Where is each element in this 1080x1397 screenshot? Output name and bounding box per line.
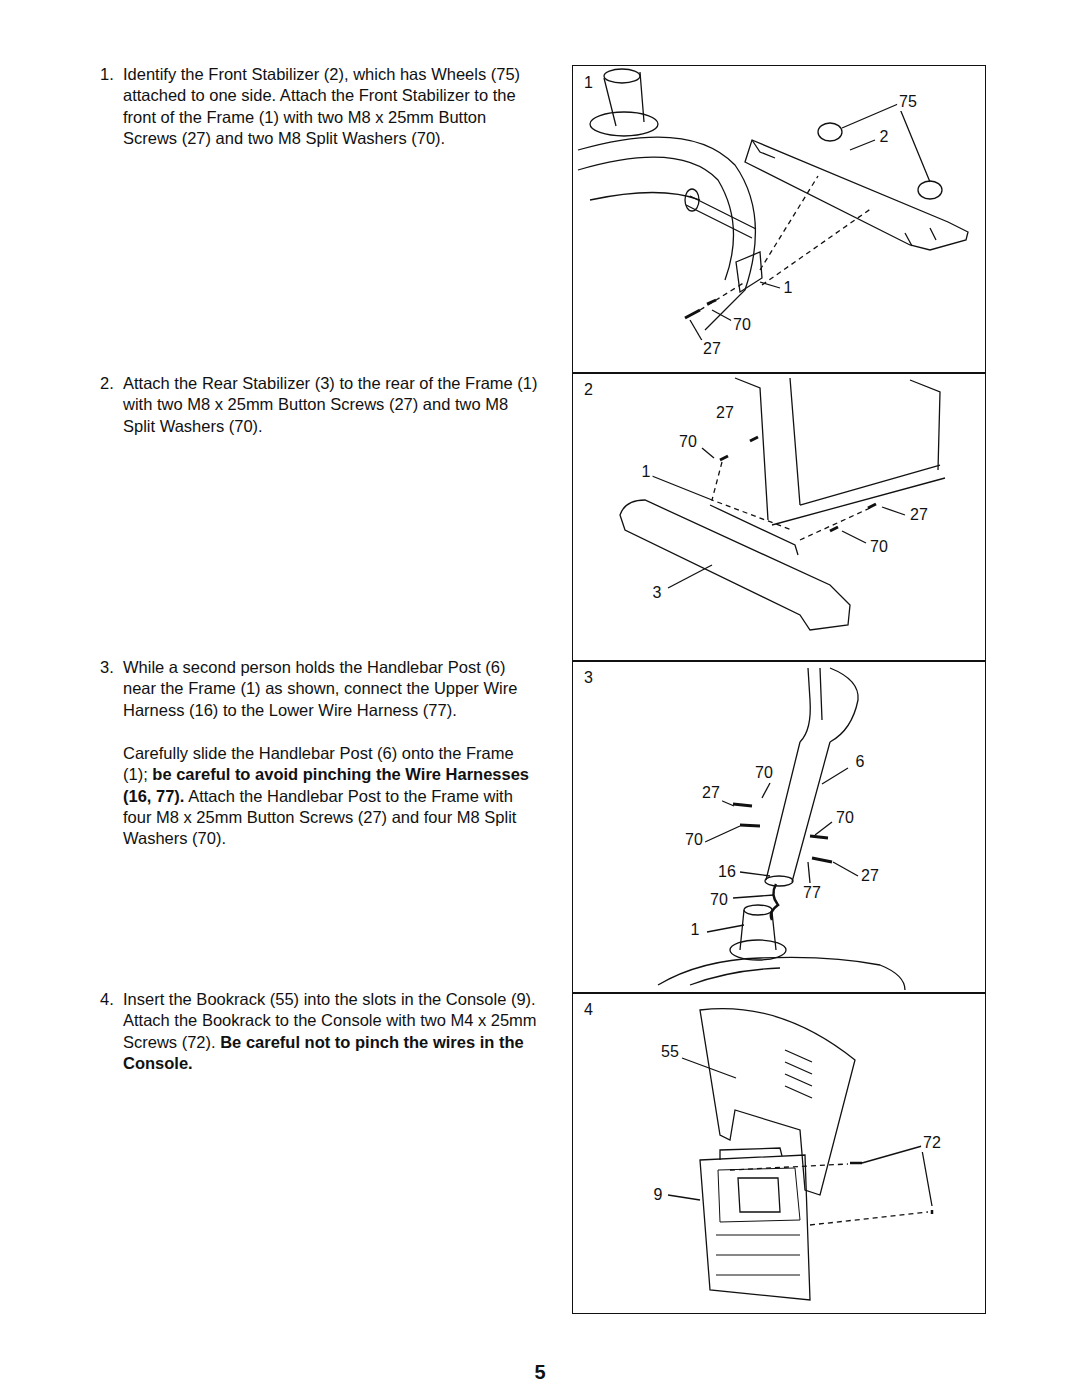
step-panel: 3 [572,660,986,994]
callout-number: 1 [689,921,702,939]
step-panel: 4 [572,992,986,1314]
callout-number: 2 [878,128,891,146]
instruction-text: Insert the Bookrack (55) into the slots … [123,989,543,1074]
instruction-text: Carefully slide the Handlebar Post (6) o… [123,743,543,849]
instruction-sentence: Attach the Rear Stabilizer (3) to the re… [123,374,538,435]
step-2-illustration [620,378,945,630]
callout-number: 70 [708,891,730,909]
step-index: 1. [100,64,114,85]
instruction-text: Identify the Front Stabilizer (2), which… [123,64,543,149]
callout-number: 27 [859,867,881,885]
callout-number: 70 [868,538,890,556]
instruction-text: Attach the Rear Stabilizer (3) to the re… [123,373,543,437]
step-4-illustration [668,1009,932,1300]
callout-number: 70 [834,809,856,827]
callout-number: 75 [897,93,919,111]
callout-number: 55 [659,1043,681,1061]
callout-number: 27 [700,784,722,802]
instruction-sentence: While a second person holds the Handleba… [123,658,517,719]
callout-number: 3 [651,584,664,602]
instruction-text: While a second person holds the Handleba… [123,657,543,721]
callout-number: 70 [753,764,775,782]
callout-number: 70 [683,831,705,849]
step-panel: 1 [572,65,986,374]
step-number: 3 [584,669,593,687]
callout-number: 70 [677,433,699,451]
step-number: 1 [584,74,593,92]
step-1-illustration [578,69,968,344]
step-number: 4 [584,1001,593,1019]
step-index: 2. [100,373,114,394]
callout-number: 1 [782,279,795,297]
callout-number: 77 [801,884,823,902]
page-number: 5 [532,1363,547,1381]
callout-number: 27 [908,506,930,524]
step-number: 2 [584,381,593,399]
callout-number: 9 [652,1186,665,1204]
callout-number: 70 [731,316,753,334]
callout-number: 1 [640,463,653,481]
callout-number: 6 [854,753,867,771]
instruction-sentence: Identify the Front Stabilizer (2), which… [123,65,520,147]
callout-number: 16 [716,863,738,881]
callout-number: 72 [921,1134,943,1152]
step-index: 3. [100,657,114,678]
callout-number: 27 [714,404,736,422]
step-index: 4. [100,989,114,1010]
callout-number: 27 [701,340,723,358]
step-3-illustration [658,668,905,990]
